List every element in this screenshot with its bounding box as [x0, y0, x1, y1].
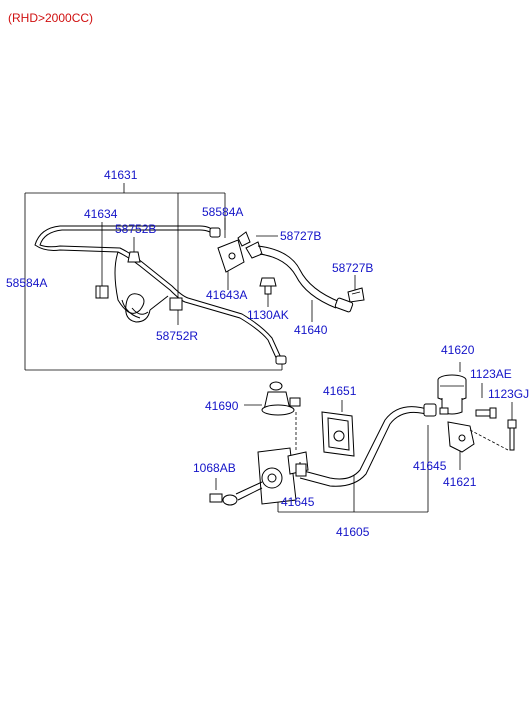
bolt-1123GJ: [507, 419, 517, 451]
label-41643A: 41643A: [206, 288, 247, 302]
clutch-tube-assembly: [34, 225, 287, 365]
flexible-hose-41640: [257, 245, 354, 313]
clamp-41645-lower: [295, 463, 307, 477]
diagram-header-note: (RHD>2000CC): [8, 11, 93, 25]
bolt-1130AK: [259, 277, 277, 295]
label-58727B-lower: 58727B: [332, 261, 373, 275]
label-41640: 41640: [294, 323, 328, 337]
label-1068AB: 1068AB: [193, 461, 236, 475]
clip-41634: [95, 285, 109, 299]
part-labels: 41631 41634 58752B 58584A 58727B 58584A …: [6, 168, 529, 539]
label-41631: 41631: [104, 168, 138, 182]
assembly-dashed-line-right: [469, 429, 509, 451]
label-41651: 41651: [323, 384, 357, 398]
gasket-41651: [321, 411, 355, 457]
label-58727B-upper: 58727B: [280, 229, 321, 243]
nut-1068AB: [209, 493, 223, 503]
label-1123GJ: 1123GJ: [488, 387, 529, 401]
label-41620: 41620: [441, 343, 475, 357]
reservoir-41620: [437, 374, 467, 415]
label-1130AK: 1130AK: [247, 308, 289, 322]
label-58584A-top: 58584A: [202, 205, 243, 219]
hose-41645-upper: [299, 403, 449, 487]
label-41645-right: 41645: [413, 459, 447, 473]
label-41645-bottom: 41645: [281, 495, 315, 509]
clip-58752B: [127, 251, 141, 263]
label-58752R: 58752R: [156, 329, 198, 343]
label-41605: 41605: [336, 525, 370, 539]
clip-58752R: [169, 297, 183, 311]
master-cylinder-41690: [261, 381, 301, 416]
label-41621: 41621: [443, 475, 477, 489]
label-58752B: 58752B: [115, 222, 156, 236]
label-41634: 41634: [84, 207, 118, 221]
label-1123AE: 1123AE: [470, 367, 512, 381]
upper-leader-lines: [24, 183, 356, 371]
clip-58727B: [347, 287, 365, 303]
label-58584A-left: 58584A: [6, 276, 47, 290]
clutch-master-cylinder-41605: [222, 447, 309, 506]
label-41690: 41690: [205, 399, 239, 413]
bolt-1123AE: [475, 407, 497, 419]
reservoir-bracket-41621: [447, 421, 475, 453]
